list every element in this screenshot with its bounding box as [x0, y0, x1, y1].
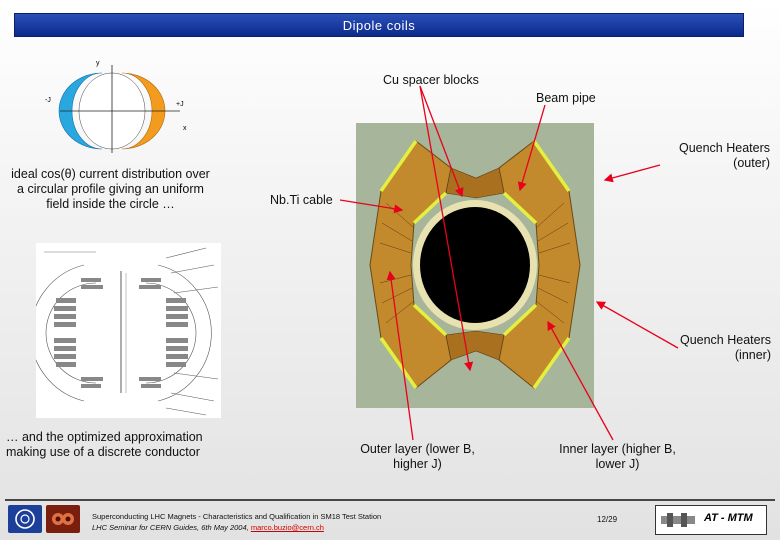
cos-theta-diagram: y x -J +J	[45, 60, 187, 153]
pos-j-label: +J	[176, 101, 184, 108]
slide-title-bar: Dipole coils	[14, 13, 744, 37]
footer-text: Superconducting LHC Magnets - Characteri…	[92, 511, 512, 533]
label-beam-pipe: Beam pipe	[536, 91, 596, 105]
slide-title: Dipole coils	[342, 17, 416, 33]
at-mtm-text: AT - MTM	[704, 512, 753, 524]
ideal-description: ideal cos(θ) current distribution over a…	[11, 167, 210, 211]
arrow-outer-layer	[386, 270, 414, 441]
cern-logo	[8, 505, 42, 533]
axis-y-label: y	[96, 60, 100, 67]
label-quench-outer: Quench Heaters (outer)	[678, 141, 770, 170]
at-mtm-logo: AT - MTM	[655, 505, 767, 535]
arrow-cu-spacer-2	[419, 85, 474, 372]
label-quench-inner: Quench Heaters (inner)	[679, 333, 771, 362]
lhc-logo	[46, 505, 80, 533]
optimized-description: … and the optimized approximation making…	[6, 430, 203, 459]
arrow-quench-inner	[595, 301, 679, 349]
footer-rule	[5, 499, 775, 501]
footer-line1: Superconducting LHC Magnets - Characteri…	[92, 512, 382, 521]
footer-line2: LHC Seminar for CERN Guides, 6th May 200…	[92, 523, 249, 532]
label-cu-spacer: Cu spacer blocks	[383, 73, 479, 87]
arrow-beam-pipe	[517, 104, 546, 192]
arrow-inner-layer	[547, 320, 614, 441]
page-number: 12/29	[597, 515, 618, 524]
discrete-conductor-drawing	[36, 243, 221, 418]
neg-j-label: -J	[45, 97, 51, 104]
axis-x-label: x	[183, 125, 187, 132]
arrow-quench-outer	[603, 164, 661, 183]
label-outer-layer: Outer layer (lower B, higher J)	[360, 442, 475, 471]
arrow-cu-spacer-1	[419, 85, 464, 198]
arrow-nbti	[339, 199, 404, 214]
footer-email-link[interactable]: marco.buzio@cern.ch	[250, 523, 324, 532]
label-inner-layer: Inner layer (higher B, lower J)	[559, 442, 676, 471]
coil-cross-section-photo	[356, 123, 594, 408]
label-nbti: Nb.Ti cable	[270, 193, 333, 207]
